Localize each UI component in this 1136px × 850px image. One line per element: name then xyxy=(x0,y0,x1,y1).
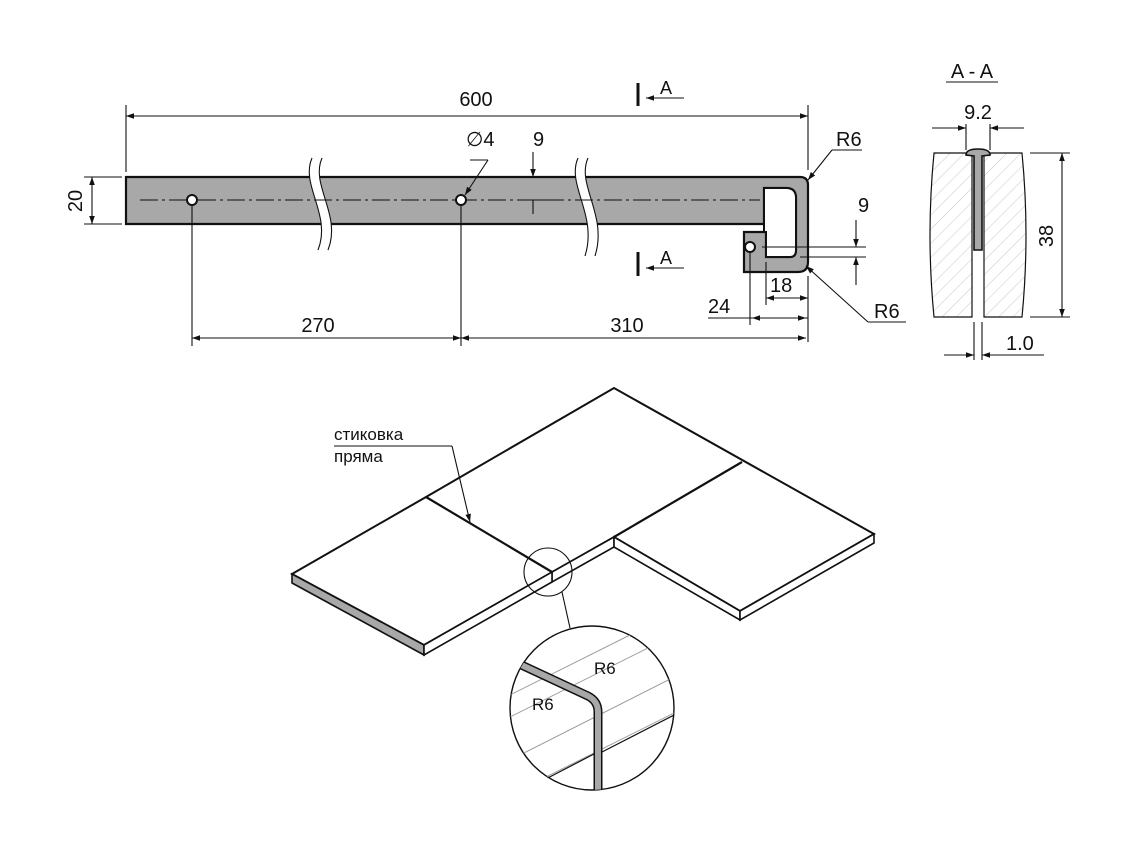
hole-offset-label: 9 xyxy=(533,129,544,151)
detail-view: R6 R6 xyxy=(509,625,675,791)
hole-hook xyxy=(744,241,756,253)
height-label: 20 xyxy=(65,190,87,212)
t-profile xyxy=(965,148,991,251)
hole-middle xyxy=(455,194,467,206)
section-marker-bottom: A xyxy=(636,248,684,276)
joint-line-left xyxy=(425,496,553,573)
hole-diameter-label: ∅4 xyxy=(466,129,495,151)
section-width-label: 9.2 xyxy=(964,102,992,124)
hook-outer-label: 24 xyxy=(708,296,730,318)
joint-note-line2: пряма xyxy=(334,447,383,466)
radius-top-label: R6 xyxy=(836,129,862,151)
spacing-left-label: 270 xyxy=(301,315,334,337)
spacing-right-label: 310 xyxy=(610,315,643,337)
joint-note-line1: стиковка xyxy=(334,425,404,444)
svg-text:A: A xyxy=(660,78,672,98)
hole-left xyxy=(186,194,198,206)
svg-text:A: A xyxy=(660,248,672,268)
hook-inner-label: 18 xyxy=(770,275,792,297)
iso-view: стиковка пряма R6 R6 xyxy=(289,386,877,791)
joint-line-right xyxy=(613,461,743,538)
section-marker-top: A xyxy=(636,78,684,106)
board-right xyxy=(983,152,1027,318)
detail-callout-circle xyxy=(523,547,573,597)
section-height-label: 38 xyxy=(1036,225,1058,247)
detail-radius-right-label: R6 xyxy=(594,659,616,678)
hook-gap-label: 9 xyxy=(858,195,869,217)
profile-view: 600 20 ∅4 9 R6 R6 9 18 xyxy=(65,78,906,346)
length-label: 600 xyxy=(459,89,492,111)
detail-radius-left-label: R6 xyxy=(532,695,554,714)
section-title: A - A xyxy=(951,61,994,83)
radius-bottom-label: R6 xyxy=(874,301,900,323)
hook-cavity xyxy=(763,187,797,258)
break-lines xyxy=(308,157,599,257)
section-thickness-label: 1.0 xyxy=(1006,333,1034,355)
section-view: A - A 9.2 38 1.0 xyxy=(929,61,1070,360)
board-left xyxy=(929,152,973,318)
